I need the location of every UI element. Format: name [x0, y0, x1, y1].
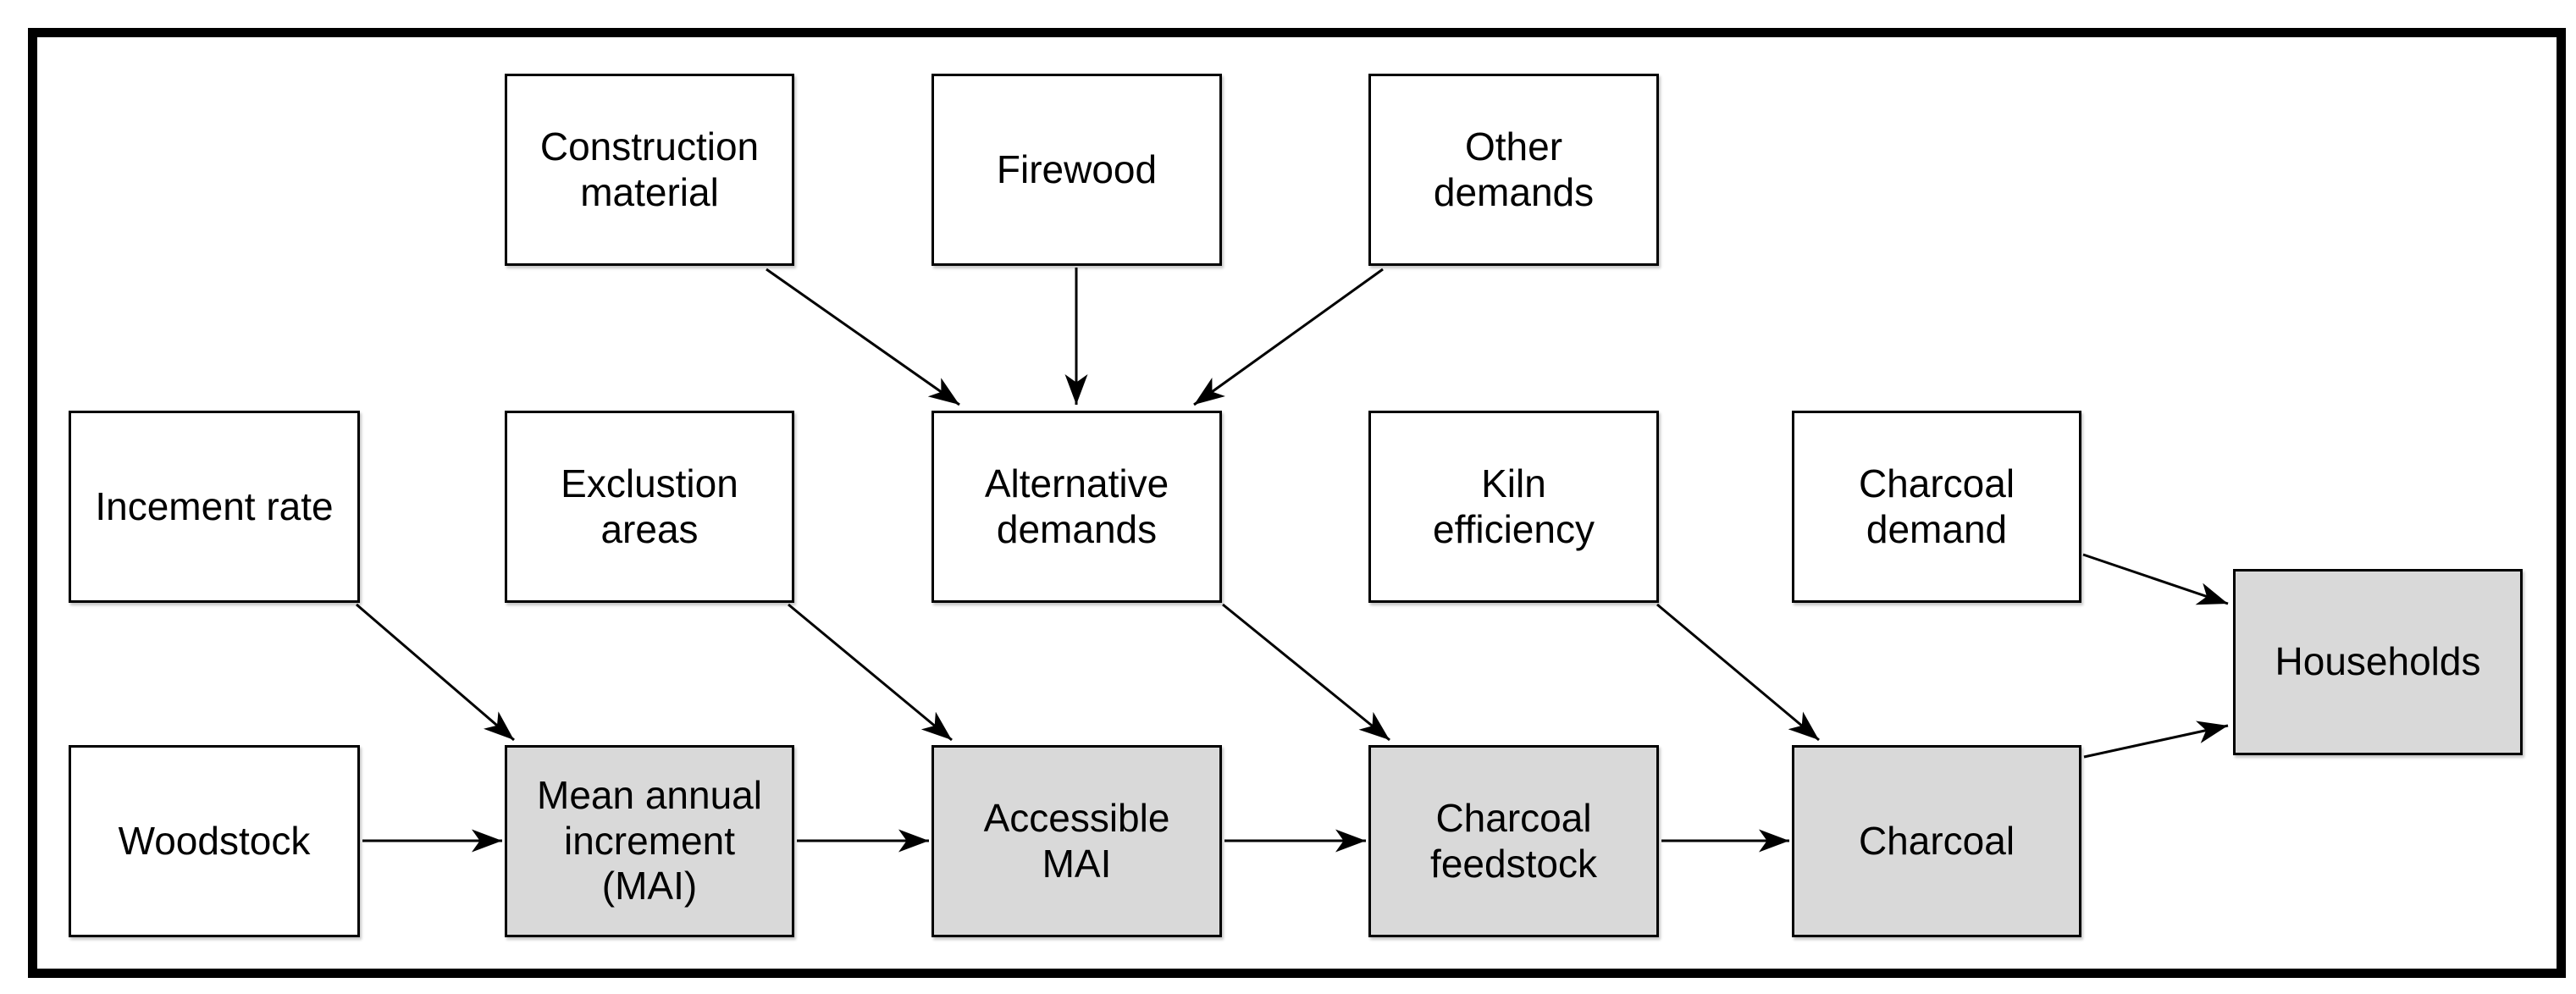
node-firewood: Firewood — [931, 74, 1222, 266]
node-label: Accessible MAI — [983, 796, 1170, 886]
node-label: Charcoal feedstock — [1430, 796, 1597, 886]
node-alternative-demands: Alternative demands — [931, 411, 1222, 603]
node-label: Exclustion areas — [561, 461, 738, 551]
node-other-demands: Other demands — [1368, 74, 1659, 266]
node-label: Mean annual increment (MAI) — [537, 773, 762, 908]
node-label: Incement rate — [95, 483, 334, 528]
node-label: Charcoal demand — [1858, 461, 2015, 551]
node-mean-annual-increment: Mean annual increment (MAI) — [505, 745, 794, 937]
node-label: Alternative demands — [984, 461, 1169, 551]
node-households: Households — [2233, 569, 2523, 755]
node-exclustion-areas: Exclustion areas — [505, 411, 794, 603]
node-label: Kiln efficiency — [1433, 461, 1595, 551]
diagram-outer-frame — [28, 28, 2566, 978]
node-label: Firewood — [996, 146, 1158, 191]
node-charcoal-demand: Charcoal demand — [1792, 411, 2081, 603]
node-incement-rate: Incement rate — [69, 411, 360, 603]
node-label: Other demands — [1433, 124, 1595, 214]
node-label: Construction material — [539, 124, 760, 214]
node-kiln-efficiency: Kiln efficiency — [1368, 411, 1659, 603]
node-construction-material: Construction material — [505, 74, 794, 266]
node-charcoal: Charcoal — [1792, 745, 2081, 937]
node-charcoal-feedstock: Charcoal feedstock — [1368, 745, 1659, 937]
node-label: Households — [2275, 639, 2481, 684]
node-label: Woodstock — [118, 818, 311, 863]
node-label: Charcoal — [1858, 818, 2015, 863]
node-woodstock: Woodstock — [69, 745, 360, 937]
node-accessible-mai: Accessible MAI — [931, 745, 1222, 937]
